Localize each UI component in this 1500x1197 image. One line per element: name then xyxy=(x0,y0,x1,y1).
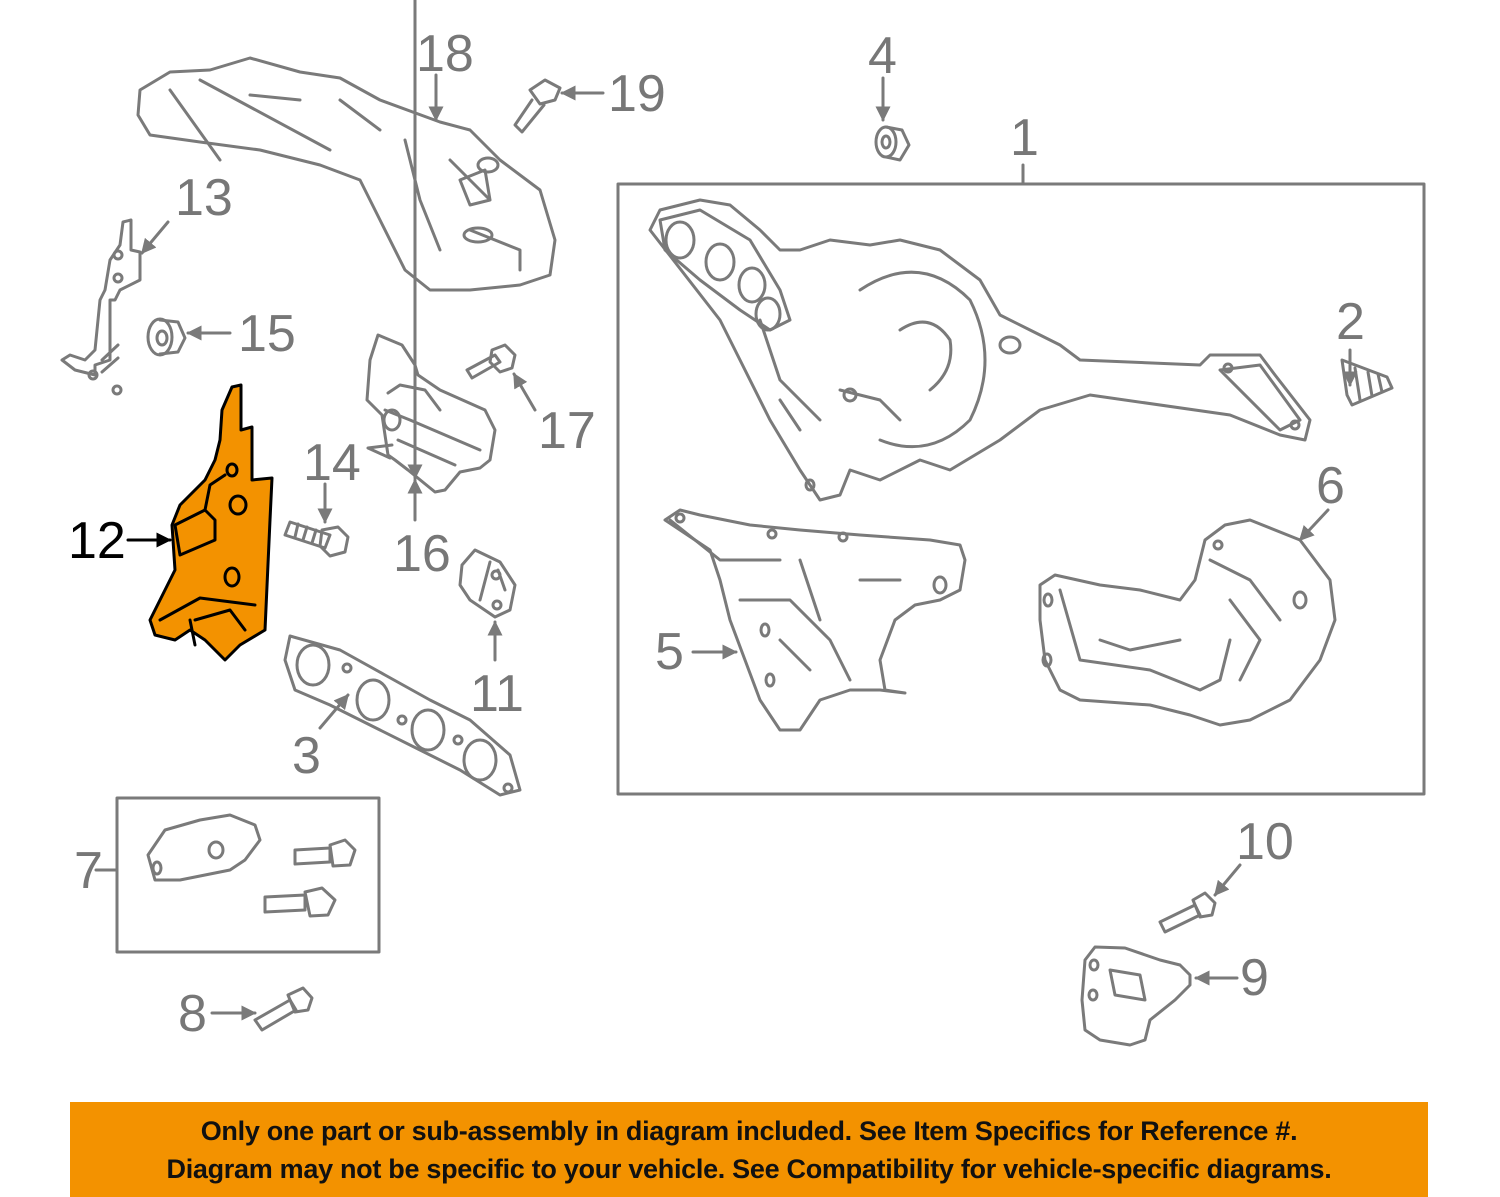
callout-8: 8 xyxy=(178,985,207,1043)
part-11-hanger[interactable] xyxy=(458,548,517,619)
part-8-bolt[interactable] xyxy=(253,986,314,1032)
part-12-heat-shield-highlighted[interactable] xyxy=(148,383,274,662)
callout-17: 17 xyxy=(538,402,596,460)
part-15-nut[interactable] xyxy=(146,317,187,357)
callout-4: 4 xyxy=(868,27,897,85)
part-13-bracket[interactable] xyxy=(60,218,142,396)
part-10-bolt[interactable] xyxy=(1158,891,1217,934)
callout-14: 14 xyxy=(303,434,361,492)
callout-10: 10 xyxy=(1236,813,1294,871)
part-17-bolt[interactable] xyxy=(465,343,517,380)
callout-6: 6 xyxy=(1316,457,1345,515)
callout-3: 3 xyxy=(292,727,321,785)
part-19-bolt[interactable] xyxy=(513,78,562,134)
part-3-gasket[interactable] xyxy=(283,634,522,797)
callout-9: 9 xyxy=(1240,949,1269,1007)
callout-12: 12 xyxy=(68,512,126,570)
callout-15: 15 xyxy=(238,305,296,363)
callout-13: 13 xyxy=(175,169,233,227)
part-5-heat-shield[interactable] xyxy=(663,508,967,732)
part-1-exhaust-manifold[interactable] xyxy=(648,198,1312,502)
disclaimer-line-2: Diagram may not be specific to your vehi… xyxy=(166,1153,1332,1184)
callout-7: 7 xyxy=(74,842,103,900)
part-4-nut[interactable] xyxy=(874,125,911,162)
callout-1: 1 xyxy=(1010,109,1039,167)
part-14-bolt[interactable] xyxy=(283,520,350,558)
callout-11: 11 xyxy=(470,665,524,723)
callout-2: 2 xyxy=(1336,293,1365,351)
part-9-bracket[interactable] xyxy=(1080,945,1192,1047)
part-16-heat-shield[interactable] xyxy=(365,333,497,494)
part-7-kit[interactable] xyxy=(146,813,357,918)
callout-19: 19 xyxy=(608,65,666,123)
parts-diagram xyxy=(60,0,1426,1047)
callout-5: 5 xyxy=(655,623,684,681)
part-6-heat-shield[interactable] xyxy=(1038,518,1337,727)
disclaimer-line-1: Only one part or sub-assembly in diagram… xyxy=(200,1115,1298,1146)
disclaimer-banner: Only one part or sub-assembly in diagram… xyxy=(70,1102,1428,1197)
part-18-heat-shield[interactable] xyxy=(136,56,557,292)
callout-16: 16 xyxy=(393,525,451,583)
callout-18: 18 xyxy=(416,25,474,83)
